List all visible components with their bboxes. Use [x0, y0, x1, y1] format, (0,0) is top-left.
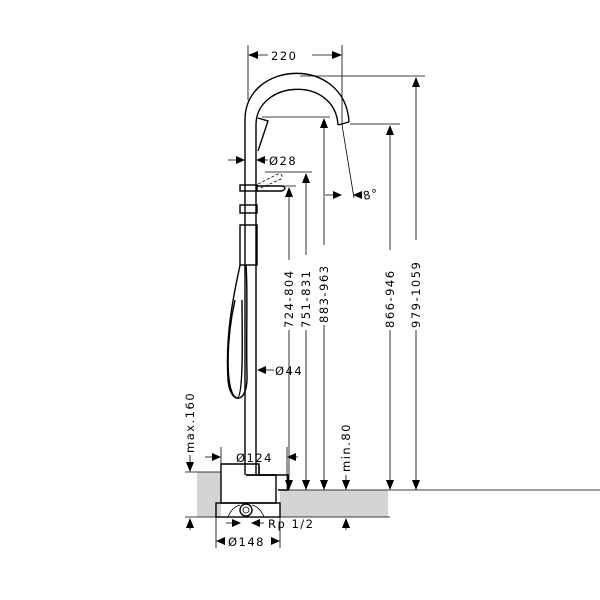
dim-751-831: 751-831 — [299, 269, 313, 328]
dim-220: 220 — [271, 49, 297, 63]
dim-rp-thread: Rp 1/2 — [268, 517, 314, 531]
dim-979-1059: 979-1059 — [409, 261, 423, 328]
dim-min-80: min.80 — [339, 423, 353, 472]
dim-724-804: 724-804 — [282, 269, 296, 328]
dim-max-160: max.160 — [183, 392, 197, 453]
dim-diameter-28: Ø28 — [269, 154, 297, 168]
dimension-lines — [186, 45, 425, 548]
floor-section — [185, 471, 600, 518]
dimension-labels: 220 Ø28 8° Ø44 Ø124 Ø148 Rp 1/2 max.160 … — [183, 49, 423, 549]
mounting-body — [215, 463, 289, 518]
dim-883-963: 883-963 — [317, 264, 331, 323]
dim-diameter-148: Ø148 — [228, 535, 265, 549]
dim-diameter-44: Ø44 — [275, 364, 303, 378]
mixer-body — [226, 72, 350, 475]
dim-866-946: 866-946 — [383, 269, 397, 328]
dim-diameter-124: Ø124 — [236, 451, 273, 465]
dim-angle-8: 8° — [362, 186, 381, 203]
